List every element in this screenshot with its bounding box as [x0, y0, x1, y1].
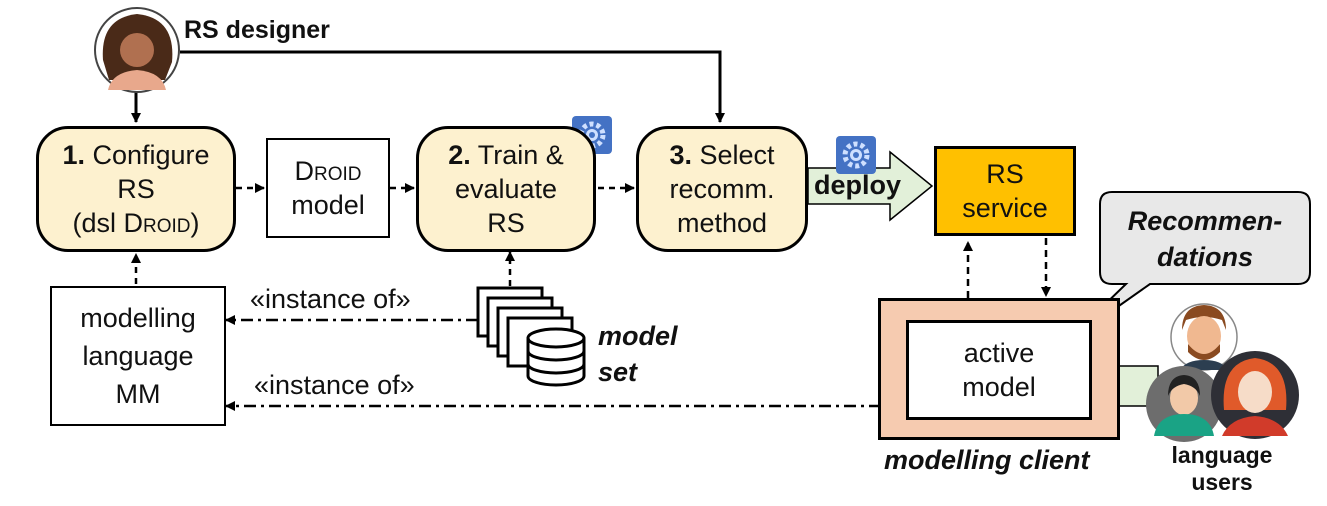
label-line: model	[598, 321, 678, 351]
male-user-avatar	[1170, 303, 1238, 371]
step-line: evaluate	[454, 174, 558, 204]
rs-service-box: RS service	[934, 146, 1076, 236]
deploy-label: deploy	[814, 170, 902, 200]
modelling-client-label: modelling client	[884, 445, 1090, 475]
step-select: 3. Select recomm. method	[636, 126, 808, 252]
step-line: (dsl	[72, 208, 124, 238]
step-train: 2. Train & evaluate RS	[416, 126, 596, 252]
step-number: 1.	[62, 140, 85, 170]
model-set-label: model set	[598, 318, 678, 390]
step-line: RS	[117, 174, 155, 204]
callout-line: Recommen-	[1127, 206, 1283, 236]
language-users-label: language users	[1150, 442, 1294, 496]
instance-of-top-label: «instance of»	[250, 284, 411, 314]
label-line: set	[598, 357, 638, 387]
box-line: model	[291, 190, 365, 220]
step-number: 3.	[669, 140, 692, 170]
designer-to-select-arrow	[180, 50, 725, 123]
box-line: RS	[986, 159, 1024, 189]
callout-line: dations	[1156, 242, 1253, 272]
box-line: MM	[115, 379, 161, 409]
step-number: 2.	[448, 140, 471, 170]
female-user-avatar	[1146, 366, 1222, 442]
droid-name: Droid	[294, 156, 362, 186]
box-line: active	[963, 338, 1035, 368]
label-line: language	[1171, 442, 1273, 468]
label-line: users	[1191, 469, 1253, 495]
metamodel-box: modelling language MM	[50, 286, 226, 426]
droid-model-box: Droid model	[266, 138, 390, 238]
step-line: method	[676, 208, 768, 238]
designer-avatar	[94, 7, 180, 93]
step-line: )	[190, 208, 200, 238]
deploy-gear-icon	[836, 136, 876, 174]
step-configure: 1. Configure RS (dsl Droid)	[36, 126, 236, 252]
step-line: RS	[487, 208, 525, 238]
designer-label: RS designer	[184, 16, 330, 44]
recommendations-text: Recommen- dations	[1100, 196, 1310, 282]
database-icon	[526, 327, 586, 387]
droid-name: Droid	[123, 208, 191, 238]
step-line: recomm.	[669, 174, 775, 204]
box-line: modelling	[80, 303, 196, 333]
box-line: language	[82, 341, 194, 371]
box-line: model	[962, 372, 1036, 402]
active-model-box: active model	[906, 320, 1092, 420]
redhead-user-avatar	[1211, 351, 1299, 439]
box-line: service	[962, 193, 1048, 223]
step-title: Train &	[477, 140, 564, 170]
step-title: Select	[699, 140, 775, 170]
step-title: Configure	[92, 140, 210, 170]
instance-of-bottom-label: «instance of»	[254, 370, 415, 400]
